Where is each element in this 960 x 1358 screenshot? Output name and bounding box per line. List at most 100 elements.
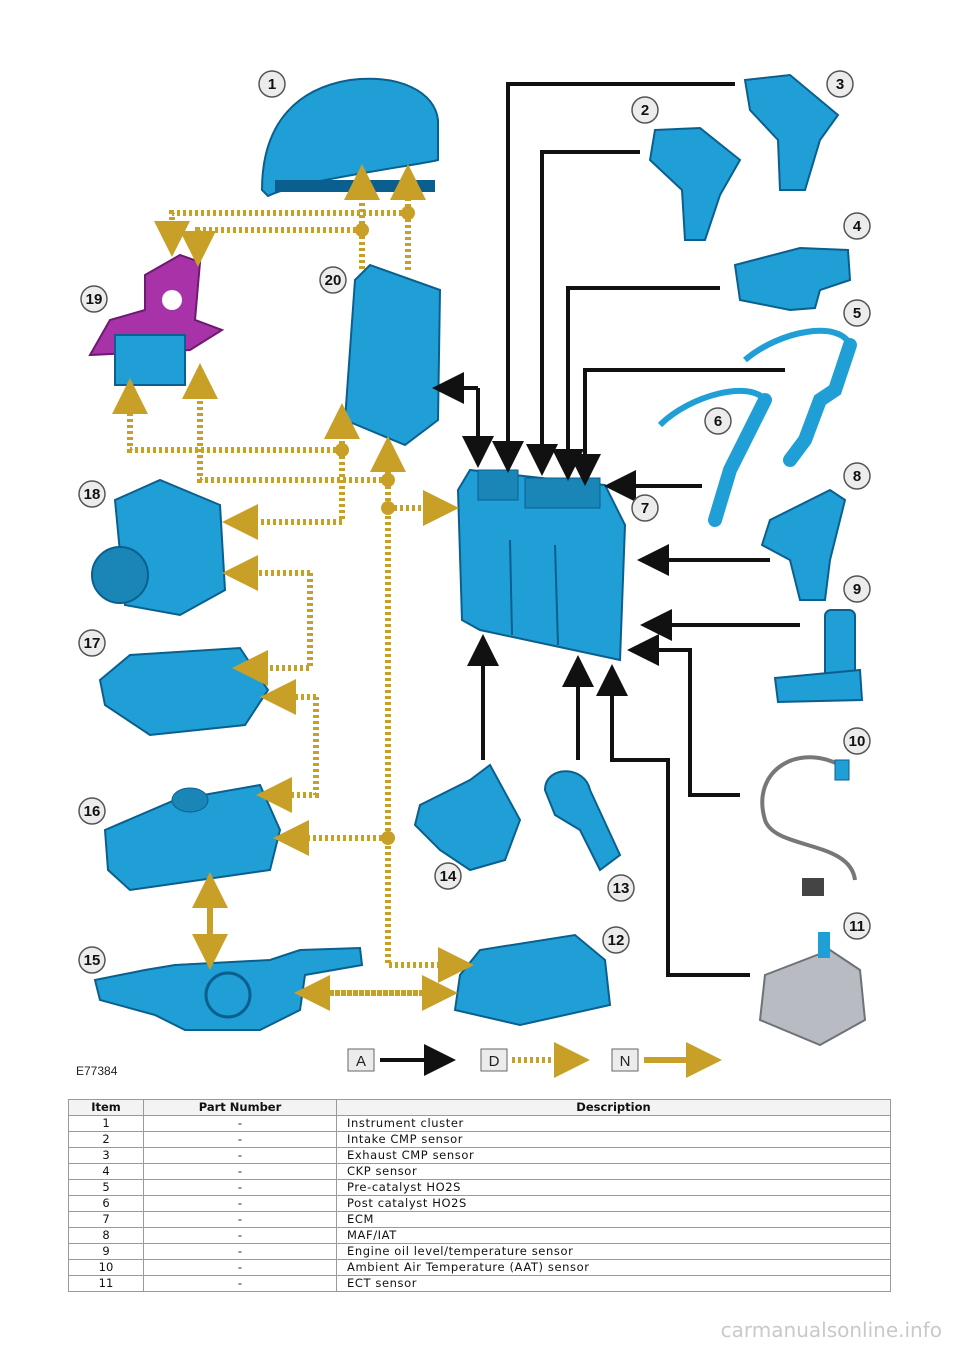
- table-header-row: Item Part Number Description: [68, 1099, 891, 1116]
- cell-part-number: -: [143, 1243, 337, 1260]
- cell-item: 6: [68, 1195, 144, 1212]
- callout-7: 7: [631, 494, 659, 522]
- callout-19: 19: [80, 285, 108, 313]
- legend-label-d: D: [489, 1053, 500, 1070]
- callout-label: 4: [853, 218, 862, 235]
- cell-part-number: -: [143, 1275, 337, 1292]
- cell-part-number: -: [143, 1131, 337, 1148]
- table-row: 9-Engine oil level/temperature sensor: [68, 1243, 891, 1260]
- table-row: 1-Instrument cluster: [68, 1115, 891, 1132]
- cell-description: Engine oil level/temperature sensor: [336, 1243, 891, 1260]
- cell-item: 10: [68, 1259, 144, 1276]
- legend-label-a: A: [356, 1053, 366, 1070]
- cell-item: 2: [68, 1131, 144, 1148]
- callout-label: 20: [325, 272, 342, 289]
- callout-label: 16: [84, 803, 101, 820]
- cell-item: 4: [68, 1163, 144, 1180]
- callout-5: 5: [843, 299, 871, 327]
- component-sensor-13: [543, 770, 622, 872]
- callout-8: 8: [843, 462, 871, 490]
- callout-label: 10: [849, 733, 866, 750]
- watermark-text: carmanualsonline.info: [720, 1318, 942, 1342]
- cell-item: 7: [68, 1211, 144, 1228]
- callout-6: 6: [704, 407, 732, 435]
- component-exhaust-cmp-sensor: [743, 73, 840, 191]
- col-header-part-number: Part Number: [143, 1099, 337, 1116]
- cell-description: Exhaust CMP sensor: [336, 1147, 891, 1164]
- callout-label: 12: [608, 932, 625, 949]
- cell-description: ECM: [336, 1211, 891, 1228]
- component-module-17: [98, 646, 270, 737]
- component-post-catalyst-ho2s: [657, 387, 772, 527]
- table-row: 3-Exhaust CMP sensor: [68, 1147, 891, 1164]
- component-intake-cmp-sensor: [648, 126, 742, 241]
- cell-description: Instrument cluster: [336, 1115, 891, 1132]
- component-ecm: [456, 468, 627, 662]
- cell-item: 8: [68, 1227, 144, 1244]
- callout-label: 18: [84, 486, 101, 503]
- callout-label: 15: [84, 952, 101, 969]
- cell-part-number: -: [143, 1227, 337, 1244]
- callout-3: 3: [826, 70, 854, 98]
- callout-9: 9: [843, 575, 871, 603]
- callout-label: 13: [613, 880, 630, 897]
- cell-part-number: -: [143, 1147, 337, 1164]
- callout-15: 15: [78, 946, 106, 974]
- legend-item-hardwired: A: [347, 1044, 456, 1076]
- callout-12: 12: [602, 926, 630, 954]
- callout-1: 1: [258, 70, 286, 98]
- component-ect-sensor: [758, 932, 867, 1047]
- cell-description: Post catalyst HO2S: [336, 1195, 891, 1212]
- cell-description: Pre-catalyst HO2S: [336, 1179, 891, 1196]
- callout-17: 17: [78, 629, 106, 657]
- callout-20: 20: [319, 266, 347, 294]
- cell-description: ECT sensor: [336, 1275, 891, 1292]
- col-header-item: Item: [68, 1099, 144, 1116]
- callout-label: 14: [440, 868, 457, 885]
- callout-label: 17: [84, 635, 101, 652]
- component-airbag-module: [453, 933, 612, 1027]
- callout-label: 9: [853, 581, 861, 598]
- table-row: 11-ECT sensor: [68, 1275, 891, 1292]
- cell-description: Ambient Air Temperature (AAT) sensor: [336, 1259, 891, 1276]
- callout-label: 1: [268, 76, 276, 93]
- cell-part-number: -: [143, 1179, 337, 1196]
- callout-10: 10: [843, 727, 871, 755]
- table-row: 8-MAF/IAT: [68, 1227, 891, 1244]
- callout-label: 5: [853, 305, 861, 322]
- callout-2: 2: [631, 96, 659, 124]
- callout-13: 13: [607, 874, 635, 902]
- component-sensor-14: [413, 763, 522, 872]
- callout-4: 4: [843, 212, 871, 240]
- network-connections: [112, 164, 474, 1011]
- cell-part-number: -: [143, 1211, 337, 1228]
- table-row: 6-Post catalyst HO2S: [68, 1195, 891, 1212]
- callout-16: 16: [78, 797, 106, 825]
- table-row: 7-ECM: [68, 1211, 891, 1228]
- component-instrument-cluster: [260, 77, 439, 198]
- cell-item: 9: [68, 1243, 144, 1260]
- callout-label: 2: [641, 102, 649, 119]
- watermark: carmanualsonline.info: [0, 1318, 960, 1342]
- cell-part-number: -: [143, 1115, 337, 1132]
- legend: A D N: [347, 1042, 722, 1078]
- figure-id: E77384: [76, 1064, 118, 1078]
- cell-description: MAF/IAT: [336, 1227, 891, 1244]
- table-row: 2-Intake CMP sensor: [68, 1131, 891, 1148]
- cell-description: Intake CMP sensor: [336, 1131, 891, 1148]
- table-row: 5-Pre-catalyst HO2S: [68, 1179, 891, 1196]
- cell-part-number: -: [143, 1163, 337, 1180]
- component-abs-module-18: [91, 478, 227, 617]
- hardwired-connections: [432, 82, 800, 977]
- legend-item-network-d: D: [480, 1042, 590, 1078]
- cell-description: CKP sensor: [336, 1163, 891, 1180]
- cell-item: 5: [68, 1179, 144, 1196]
- component-ckp-sensor: [733, 246, 852, 312]
- parts-table: Item Part Number Description 1-Instrumen…: [68, 1099, 891, 1292]
- component-module-19: [88, 253, 225, 386]
- callout-label: 7: [641, 500, 649, 517]
- cell-item: 11: [68, 1275, 144, 1292]
